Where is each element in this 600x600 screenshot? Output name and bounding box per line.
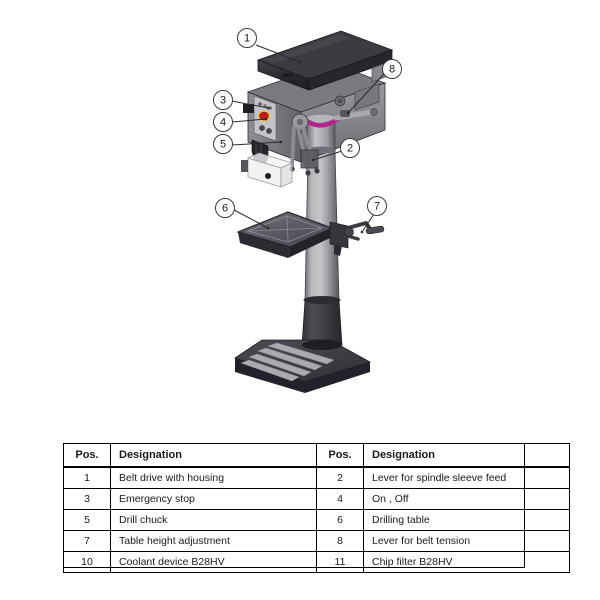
callout-2-label: 2 <box>347 143 353 155</box>
row-pos-right: 8 <box>316 530 364 552</box>
callout-4-label: 4 <box>220 117 226 129</box>
table-header-row: Pos. Designation Pos. Designation <box>63 443 570 468</box>
callout-3-bubble: 3 <box>213 90 233 110</box>
spindle-feed-lever <box>289 113 320 176</box>
row-desig-right: Chip filter B28HV <box>363 551 570 573</box>
callout-3-label: 3 <box>220 95 226 107</box>
row-pos-left: 1 <box>63 466 111 489</box>
table-header: Pos. Designation Pos. Designation <box>63 443 570 468</box>
row-pos-left: 3 <box>63 488 111 510</box>
callout-leader-lines <box>231 44 385 233</box>
callout-4-bubble: 4 <box>213 112 233 132</box>
row-pos-left: 5 <box>63 509 111 531</box>
table-row: 5 Drill chuck 6 Drilling table <box>63 509 570 531</box>
coolant-device <box>241 152 294 188</box>
header-designation-left: Designation <box>110 443 317 468</box>
parts-legend-table-container: Pos. Designation Pos. Designation 1 Belt… <box>63 443 570 573</box>
callout-8-label: 8 <box>389 64 395 76</box>
machine-base-plate <box>234 339 372 393</box>
table-body: 1 Belt drive with housing 2 Lever for sp… <box>63 466 570 573</box>
spindle-sleeve <box>306 114 336 154</box>
row-desig-right: On , Off <box>363 488 570 510</box>
callout-6-bubble: 6 <box>215 198 235 218</box>
row-pos-right: 2 <box>316 466 364 489</box>
callout-5-bubble: 5 <box>213 134 233 154</box>
table-row: 7 Table height adjustment 8 Lever for be… <box>63 530 570 552</box>
row-pos-right: 6 <box>316 509 364 531</box>
callout-2-bubble: 2 <box>340 138 360 158</box>
table-height-crank <box>344 221 385 241</box>
callout-7-bubble: 7 <box>367 196 387 216</box>
callout-1-bubble: 1 <box>237 28 257 48</box>
callout-leader-endpoints <box>264 60 364 234</box>
callout-8-bubble: 8 <box>382 59 402 79</box>
row-desig-right: Drilling table <box>363 509 570 531</box>
row-desig-right: Lever for belt tension <box>363 530 570 552</box>
header-pos-right: Pos. <box>316 443 364 468</box>
callout-7-label: 7 <box>374 201 380 213</box>
table-row: 1 Belt drive with housing 2 Lever for sp… <box>63 466 570 489</box>
drilling-table <box>236 211 349 258</box>
row-pos-left: 7 <box>63 530 111 552</box>
row-pos-right: 4 <box>316 488 364 510</box>
header-designation-right: Designation <box>363 443 570 468</box>
row-desig-left: Coolant device B28HV <box>110 551 317 573</box>
row-pos-left: 10 <box>63 551 111 573</box>
belt-tension-lever <box>333 108 378 121</box>
row-desig-right: Lever for spindle sleeve feed <box>363 466 570 489</box>
row-pos-right: 11 <box>316 551 364 573</box>
callout-6-label: 6 <box>222 203 228 215</box>
header-pos-left: Pos. <box>63 443 111 468</box>
callout-5-label: 5 <box>220 139 226 151</box>
row-desig-left: Table height adjustment <box>110 530 317 552</box>
table-row: 3 Emergency stop 4 On , Off <box>63 488 570 510</box>
table-row: 10 Coolant device B28HV 11 Chip filter B… <box>63 551 570 573</box>
row-desig-left: Drill chuck <box>110 509 317 531</box>
drill-press-illustration: 1 8 3 4 5 2 6 7 <box>213 28 402 393</box>
callout-1-label: 1 <box>244 33 250 45</box>
drill-head-assembly <box>241 30 394 188</box>
row-desig-left: Emergency stop <box>110 488 317 510</box>
parts-legend-table: Pos. Designation Pos. Designation 1 Belt… <box>63 443 570 573</box>
row-desig-left: Belt drive with housing <box>110 466 317 489</box>
